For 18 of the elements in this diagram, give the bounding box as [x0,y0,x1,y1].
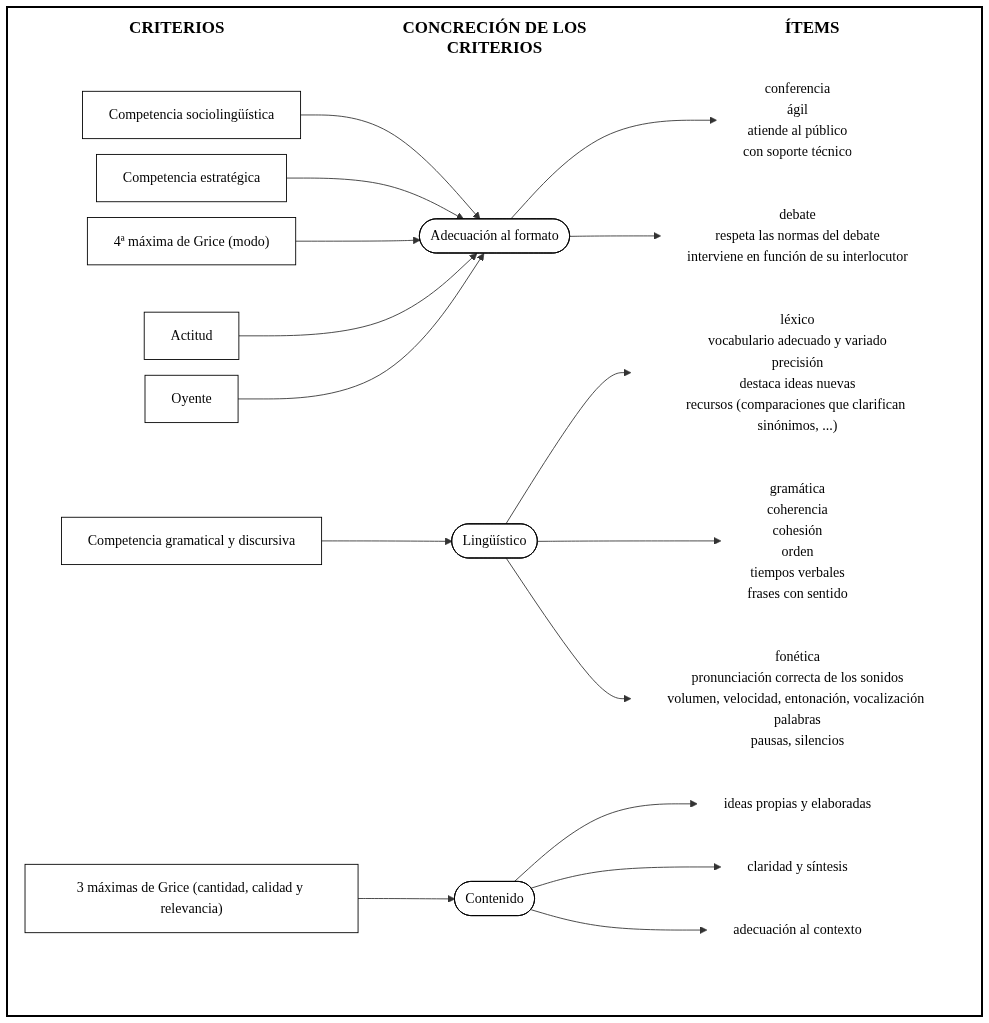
node-text: léxico vocabulario adecuado y variado precisión destaca ideas nuevas recursos (comparaciones que clarifican sinónimos, ...) [686,312,906,433]
node-box: Competencia gramatical y discursiva [61,516,323,566]
node-text: adecuación al contexto [733,922,862,938]
node-text: ideas propias y elaboradas [723,795,872,811]
node-text: claridad y síntesis [747,859,848,874]
node-box: Competencia sociolingüística [82,90,302,140]
node-box: Oyente [144,374,239,424]
node-box: Actitud [143,311,240,360]
node-text: gramática coherencia cohesión orden tiempos verbales frases con sentido [747,480,848,601]
node-text: conferencia ágil atiende al público con soporte técnico [742,80,852,159]
node-text: fonética pronunciación correcta de los sonidos volumen, velocidad, entonación, vocalización palabras pausas, silencios [667,648,925,748]
column-heading: CRITERIOS [128,18,226,39]
node-text: debate respeta las normas del debate interviene en función de su interlocutor [687,206,908,264]
node-box: 3 máximas de Grice (cantidad, calidad y relevancia) [24,863,359,934]
node-box: Competencia estratégica [96,153,287,203]
column-heading: ÍTEMS [783,18,841,39]
column-heading: CONCRECIÓN DE LOS CRITERIOS [401,18,588,58]
node-box: 4ª máxima de Grice (modo) [86,217,297,266]
